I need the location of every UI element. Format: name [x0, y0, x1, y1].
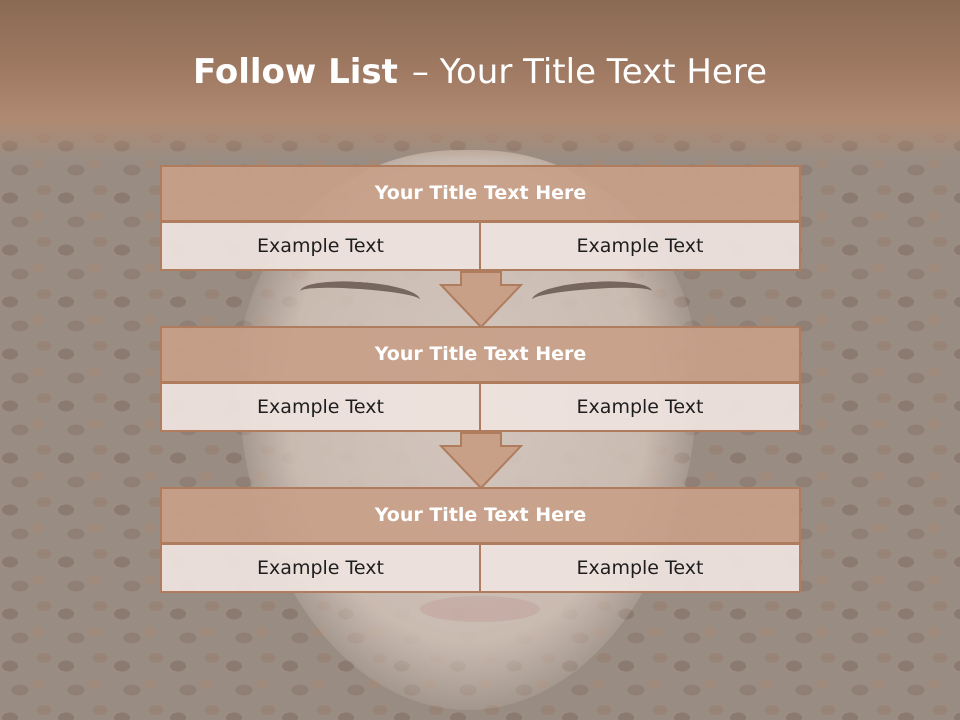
header-band: [0, 0, 960, 160]
list-block-2: Your Title Text Here Example Text Exampl…: [160, 326, 801, 432]
block-cell-left: Example Text: [160, 543, 481, 593]
lips: [420, 596, 540, 622]
slide-title-bold: Follow List: [192, 52, 398, 92]
block-title: Your Title Text Here: [160, 487, 801, 544]
block-cell-right: Example Text: [479, 543, 801, 593]
block-cell-left: Example Text: [160, 382, 481, 432]
list-block-3: Your Title Text Here Example Text Exampl…: [160, 487, 801, 593]
block-cell-right: Example Text: [479, 382, 801, 432]
down-arrow-icon: [438, 271, 524, 329]
slide-title: Follow List – Your Title Text Here: [0, 52, 960, 92]
list-block-1: Your Title Text Here Example Text Exampl…: [160, 165, 801, 271]
block-cell-left: Example Text: [160, 221, 481, 271]
block-cell-right: Example Text: [479, 221, 801, 271]
block-title: Your Title Text Here: [160, 165, 801, 222]
block-title: Your Title Text Here: [160, 326, 801, 383]
slide-title-rest: – Your Title Text Here: [411, 52, 767, 92]
down-arrow-icon: [438, 432, 524, 490]
